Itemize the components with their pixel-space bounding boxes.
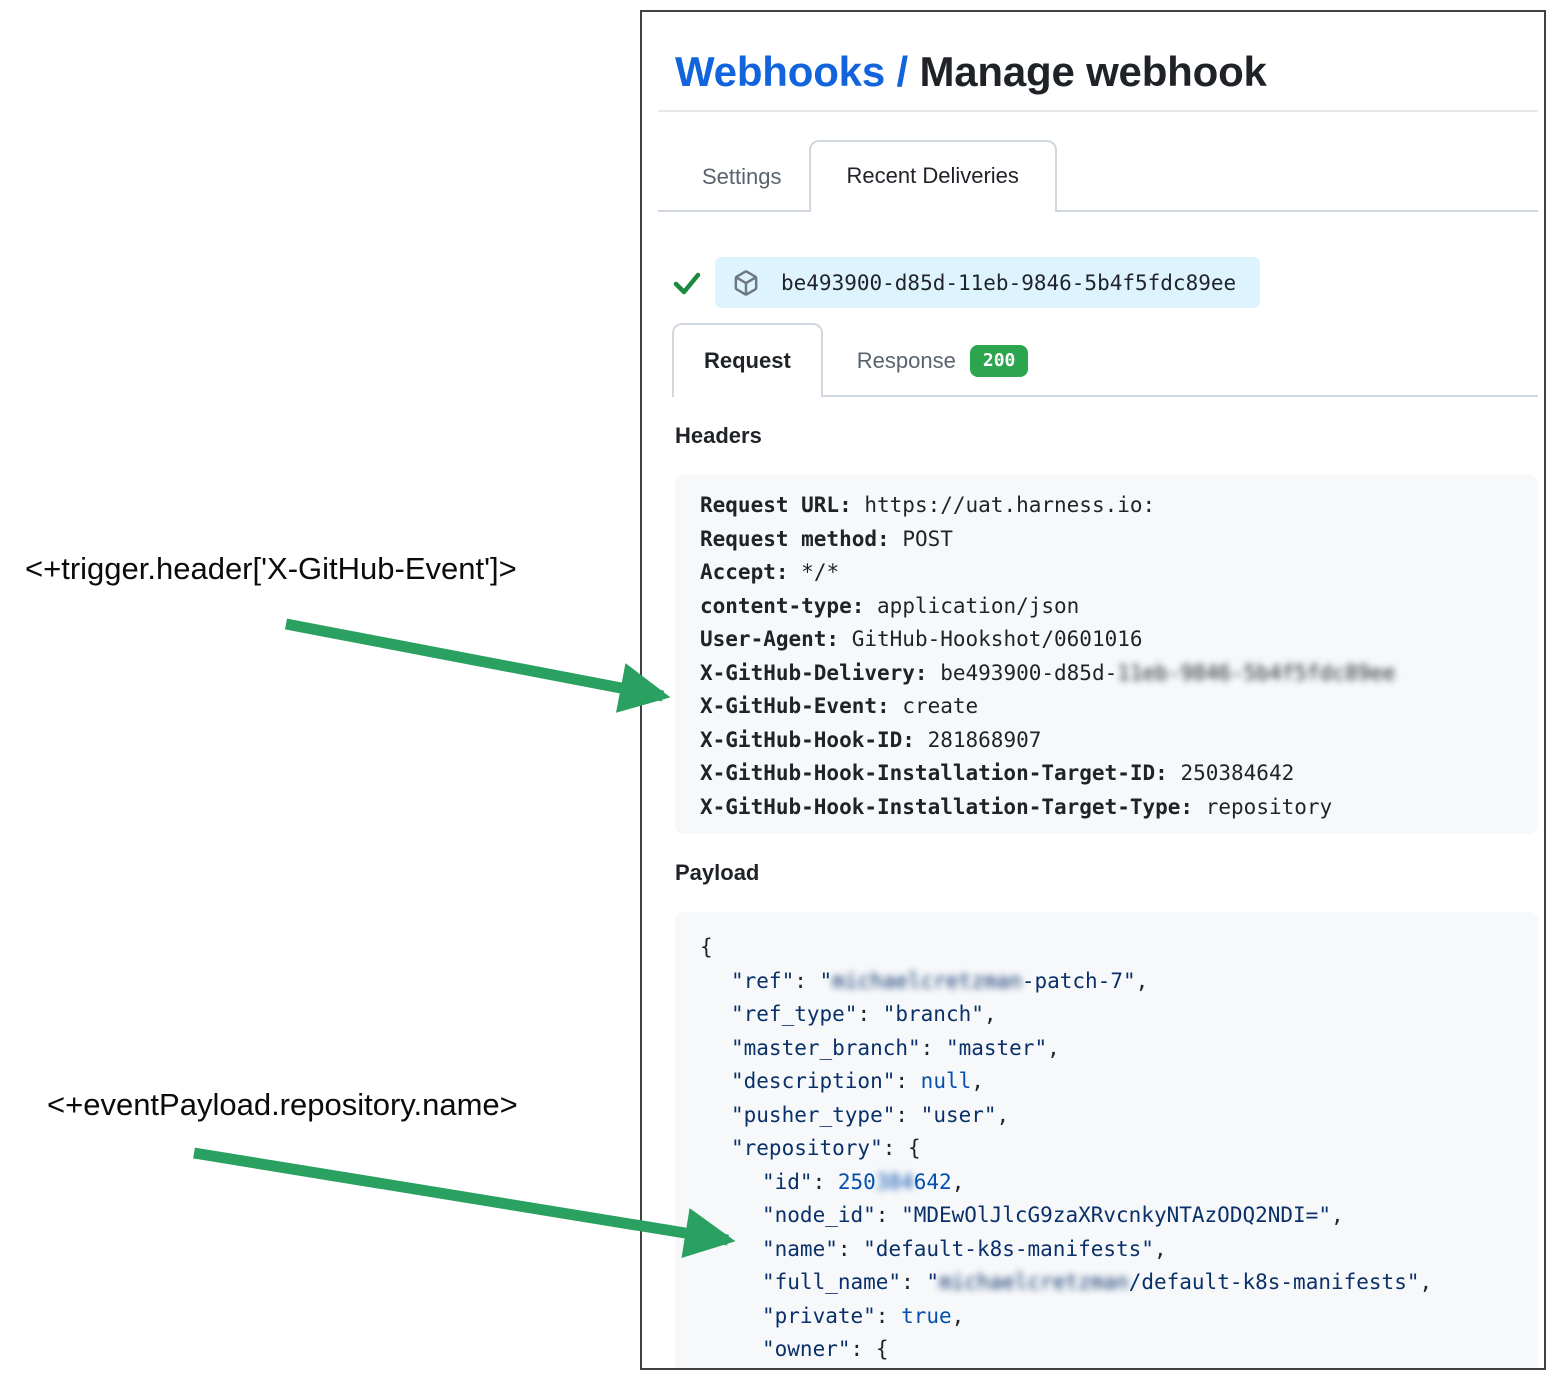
status-badge: 200 bbox=[969, 345, 1029, 378]
header-line: X-GitHub-Event: create bbox=[700, 694, 979, 719]
arrow-to-x-github-event bbox=[284, 618, 671, 713]
header-line: Request method: POST bbox=[700, 526, 953, 551]
success-check-icon bbox=[673, 272, 701, 295]
header-line: X-GitHub-Hook-Installation-Target-ID: 25… bbox=[700, 761, 1295, 786]
header-line: X-GitHub-Hook-Installation-Target-Type: … bbox=[700, 794, 1333, 819]
headers-heading: Headers bbox=[675, 423, 762, 449]
payload-line: "description": null, bbox=[731, 1069, 984, 1094]
payload-line: "full_name": "michaelcretzman/default-k8… bbox=[762, 1270, 1433, 1295]
webhooks-breadcrumb-link[interactable]: Webhooks bbox=[675, 48, 885, 95]
header-line: Request URL: https://uat.harness.io: bbox=[700, 493, 1156, 518]
tab-response[interactable]: Response 200 bbox=[823, 327, 1063, 395]
payload-line: "ref": "michaelcretzman-patch-7", bbox=[731, 968, 1149, 993]
webhook-tab-bar: Settings Recent Deliveries bbox=[658, 140, 1538, 213]
payload-line: "private": true, bbox=[762, 1303, 965, 1328]
payload-line: "node_id": "MDEwOlJlcG9zaXRvcnkyNTAzODQ2… bbox=[762, 1203, 1344, 1228]
annotation-trigger-header: <+trigger.header['X-GitHub-Event']> bbox=[25, 551, 517, 586]
manage-webhook-panel: Webhooks / Manage webhook Settings Recen… bbox=[640, 10, 1546, 1370]
header-line: X-GitHub-Hook-ID: 281868907 bbox=[700, 727, 1042, 752]
payload-line: "id": 250384642, bbox=[762, 1169, 965, 1194]
payload-line: "pusher_type": "user", bbox=[731, 1102, 1010, 1127]
delivery-id-pill[interactable]: be493900-d85d-11eb-9846-5b4f5fdc89ee bbox=[715, 257, 1261, 309]
tab-settings[interactable]: Settings bbox=[702, 164, 782, 190]
page-title-current: Manage webhook bbox=[919, 48, 1267, 95]
breadcrumb-slash: / bbox=[896, 48, 908, 95]
payload-box: { "ref": "michaelcretzman-patch-7", "ref_t… bbox=[675, 912, 1538, 1368]
request-response-tab-bar: Request Response 200 bbox=[672, 323, 1538, 398]
annotation-event-payload: <+eventPayload.repository.name> bbox=[47, 1087, 518, 1122]
page-title: Webhooks / Manage webhook bbox=[675, 48, 1538, 96]
package-icon bbox=[734, 270, 758, 296]
header-line: User-Agent: GitHub-Hookshot/0601016 bbox=[700, 627, 1143, 652]
tab-response-label: Response bbox=[856, 348, 956, 374]
tab-request[interactable]: Request bbox=[672, 323, 823, 398]
payload-line: "name": "default-k8s-manifests", bbox=[762, 1236, 1167, 1261]
payload-line: "master_branch": "master", bbox=[731, 1035, 1060, 1060]
title-divider bbox=[658, 110, 1538, 113]
payload-line: "repository": { bbox=[731, 1136, 921, 1161]
payload-line: { bbox=[700, 935, 713, 960]
payload-heading: Payload bbox=[675, 860, 760, 886]
payload-line: "owner": { bbox=[762, 1337, 889, 1362]
payload-line: "ref_type": "branch", bbox=[731, 1002, 997, 1027]
header-line: content-type: application/json bbox=[700, 593, 1080, 618]
header-line: X-GitHub-Delivery: be493900-d85d-11eb-98… bbox=[700, 660, 1396, 685]
breadcrumb-current bbox=[908, 48, 919, 95]
breadcrumb-separator bbox=[885, 48, 896, 95]
headers-box: Request URL: https://uat.harness.io: Requ… bbox=[675, 475, 1538, 835]
delivery-row: be493900-d85d-11eb-9846-5b4f5fdc89ee bbox=[673, 257, 1538, 309]
tab-recent-deliveries[interactable]: Recent Deliveries bbox=[808, 140, 1057, 213]
delivery-id: be493900-d85d-11eb-9846-5b4f5fdc89ee bbox=[781, 270, 1237, 295]
header-line: Accept: */* bbox=[700, 560, 840, 585]
